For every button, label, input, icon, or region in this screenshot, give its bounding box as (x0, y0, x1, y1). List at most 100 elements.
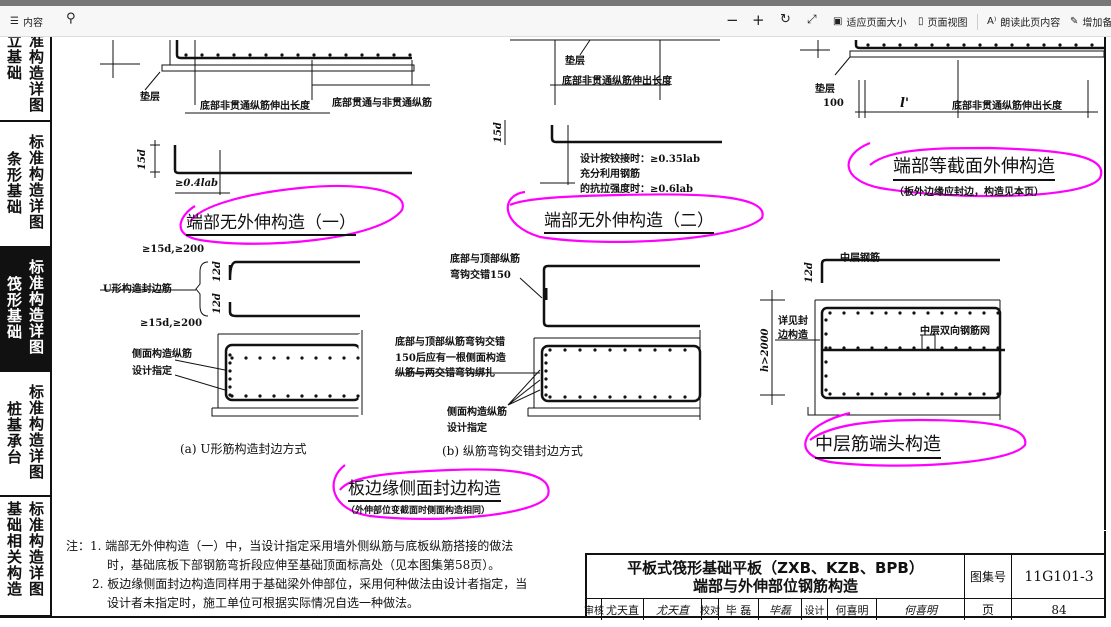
rebar-dot (314, 394, 318, 398)
rebar-dot (940, 311, 944, 315)
read-aloud-button[interactable]: A⁾朗读此页内容 (987, 16, 1061, 29)
review-label: 审核 (584, 599, 604, 620)
rebar-dot (954, 392, 958, 396)
label-dianceng: 垫层 (565, 56, 585, 67)
label-side-bars: 侧面构造纵筋 (447, 407, 507, 418)
rebar-dot (968, 346, 972, 350)
rebar-dot (870, 311, 874, 315)
note-stagger-3: 纵筋与两交错弯钩绑扎 (395, 368, 495, 379)
rebar-dot (232, 53, 236, 57)
fit-icon: ▣ (833, 16, 843, 27)
section-tab[interactable]: 桩基承台标准构造详图 (0, 372, 50, 497)
rebar-dot (898, 311, 902, 315)
rebar-dot (926, 346, 930, 350)
label-dianceng: 垫层 (815, 84, 835, 95)
rebar-dot (608, 348, 612, 352)
rebar-dot (544, 361, 548, 365)
rebar-dot (356, 394, 360, 398)
section-tab-label: 桩基承台 (5, 400, 23, 465)
rebar-dot (328, 394, 332, 398)
fullscreen-icon[interactable]: ⤢ (807, 12, 817, 26)
rebar-dot (228, 385, 232, 389)
rebar-dot (300, 394, 304, 398)
page-label: 页 (965, 599, 1012, 620)
rebar-dot (286, 356, 290, 360)
rebar-dot (940, 392, 944, 396)
page-icon: ▯ (918, 16, 924, 27)
title-end-equal-section: 端部等截面外伸构造 (893, 152, 1055, 181)
note-stagger-2: 150后应有一根侧面构造 (395, 353, 506, 364)
rebar-dot (544, 369, 548, 373)
label-hook: 底部与顶部纵筋 (450, 254, 520, 265)
rebar-dot (926, 392, 930, 396)
search-icon[interactable]: ⚲ (66, 11, 76, 26)
rebar-dot (824, 318, 828, 322)
rebar-dot (882, 43, 886, 47)
rebar-dot (578, 348, 582, 352)
rebar-dot (544, 353, 548, 357)
rebar-dot (884, 346, 888, 350)
rebar-dot (824, 360, 828, 364)
read-aloud-icon: A⁾ (987, 16, 997, 27)
rebar-dot (668, 348, 672, 352)
label-see: 详见封 (778, 316, 808, 327)
rebar-dot (898, 392, 902, 396)
rebar-dot (344, 53, 348, 57)
rebar-dot (1074, 43, 1078, 47)
rebar-dot (216, 53, 220, 57)
rebar-dot (272, 356, 276, 360)
contents-button[interactable]: ☰内容 (10, 16, 43, 29)
rebar-dot (898, 346, 902, 350)
rebar-dot (578, 395, 582, 399)
rebar-dot (200, 53, 204, 57)
rebar-dot (866, 43, 870, 47)
rebar-dot (258, 394, 262, 398)
note-1-cont: 时，基础底板下部钢筋弯折段应伸至基础顶面标高处（见本图集第58页）。 (107, 558, 501, 572)
section-tab[interactable]: 条形基础标准构造详图 (0, 122, 50, 248)
rebar-dot (856, 392, 860, 396)
label-extension: 底部非贯通纵筋伸出长度 (562, 76, 672, 87)
title-end-no-overhang-2: 端部无外伸构造（二） (544, 206, 714, 234)
rebar-dot (342, 394, 346, 398)
rebar-dot (593, 348, 597, 352)
section-tab-label: 筏形基础 (5, 276, 23, 340)
rebar-dot (248, 53, 252, 57)
rebar-dot (954, 311, 958, 315)
fit-page-button[interactable]: ▣适应页面大小 (833, 16, 907, 29)
rotate-icon[interactable]: ↻ (780, 12, 791, 27)
label-side-bars: 侧面构造纵筋 (132, 349, 192, 360)
pdf-toolbar: ☰内容 ⚲ − + ↻ ⤢ ▣适应页面大小 ▯页面视图 A⁾朗读此页内容 ✎增加… (0, 6, 1111, 37)
title-end-no-overhang-1: 端部无外伸构造（一） (186, 208, 356, 236)
rebar-dot (828, 392, 832, 396)
rebar-dot (608, 395, 612, 399)
add-note-button[interactable]: ✎增加备 (1070, 16, 1111, 29)
window-title-strip (0, 0, 1111, 6)
zoom-in-button[interactable]: + (752, 11, 765, 29)
rebar-dot (978, 43, 982, 47)
label-hook-150: 弯钩交错150 (450, 270, 511, 281)
rebar-dot (638, 348, 642, 352)
rebar-dot (668, 395, 672, 399)
rebar-dot (228, 353, 232, 357)
rebar-dot (683, 348, 687, 352)
rebar-dot (842, 311, 846, 315)
rebar-dot (300, 356, 304, 360)
designer-signature: 何喜明 (877, 599, 965, 620)
section-tab[interactable]: 独立基础标准构造详图 (0, 37, 50, 122)
page-border (0, 616, 1106, 618)
rebar-dot (312, 53, 316, 57)
rebar-dot (982, 311, 986, 315)
reviewer-signature: 尤天直 (644, 599, 702, 620)
rebar-dot (548, 348, 552, 352)
designer: 何喜明 (828, 599, 877, 620)
rebar-dot (962, 43, 966, 47)
rebar-dot (544, 377, 548, 381)
rebar-dot (996, 346, 1000, 350)
rebar-dot (912, 346, 916, 350)
rebar-dot (898, 43, 902, 47)
section-tab[interactable]: 筏形基础标准构造详图 (0, 248, 50, 372)
page-view-button[interactable]: ▯页面视图 (918, 16, 968, 29)
label-mesh: 中层双向钢筋网 (920, 326, 990, 337)
zoom-out-button[interactable]: − (726, 11, 739, 29)
